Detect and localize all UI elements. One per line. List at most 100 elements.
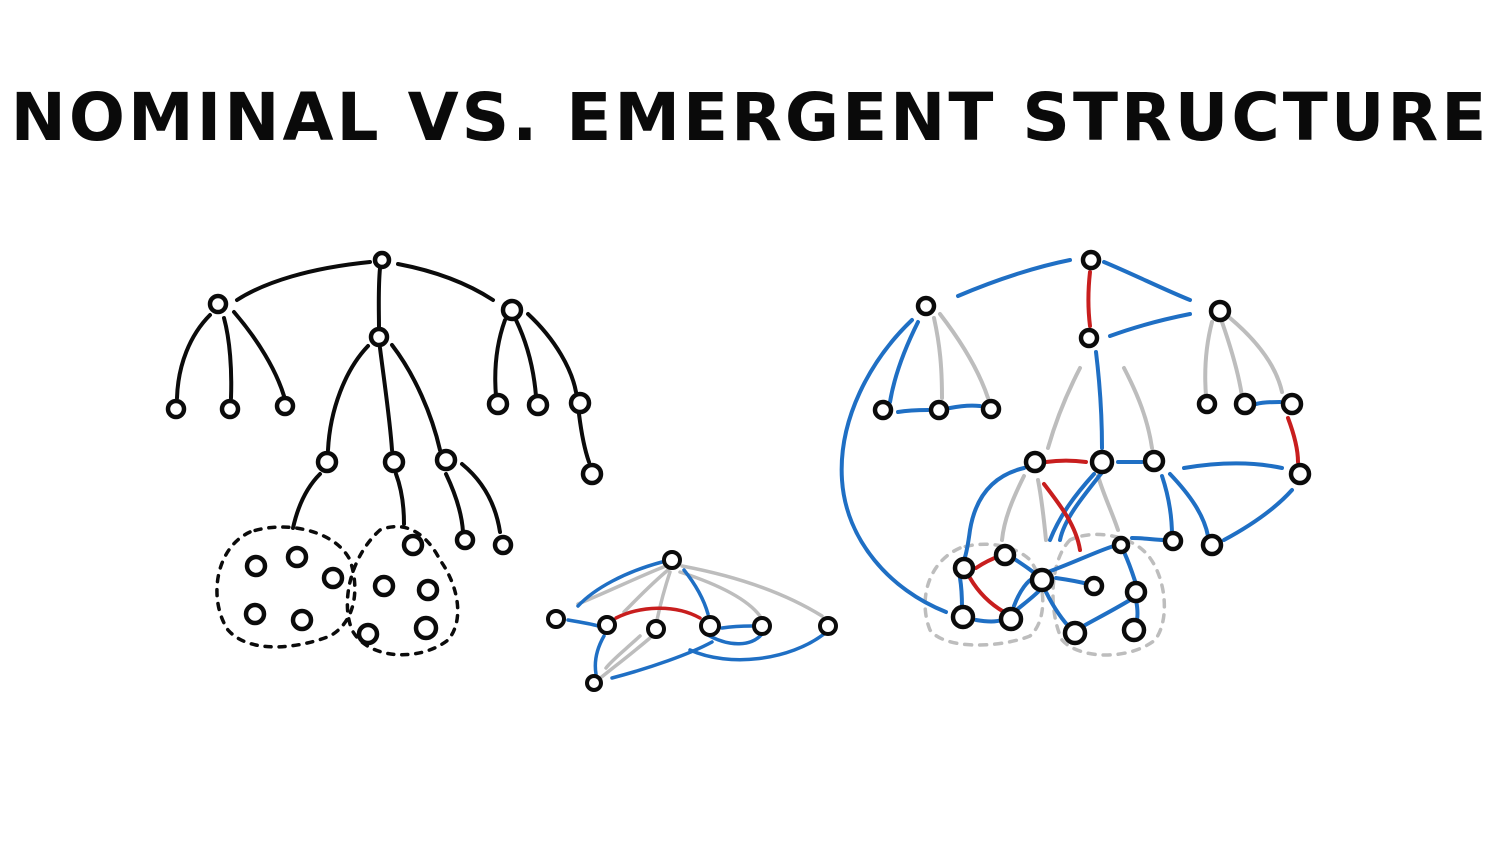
cluster-node bbox=[285, 545, 309, 569]
graph-node bbox=[1196, 393, 1218, 415]
tree-edge bbox=[396, 262, 495, 302]
graph-node bbox=[980, 398, 1002, 420]
blue-link bbox=[956, 258, 1072, 298]
cluster-node bbox=[998, 606, 1024, 632]
tree-edge bbox=[235, 260, 372, 302]
graph-node bbox=[1208, 299, 1232, 323]
blue-link bbox=[962, 466, 1026, 562]
graph-node bbox=[1080, 249, 1102, 271]
gray-link bbox=[1203, 320, 1214, 398]
graph-node bbox=[752, 616, 772, 636]
emergent-graph bbox=[839, 258, 1300, 657]
gray-link bbox=[655, 570, 672, 622]
tree-edge bbox=[514, 318, 538, 398]
cluster-node bbox=[401, 533, 425, 557]
blue-link bbox=[566, 618, 600, 628]
blue-link bbox=[1058, 468, 1106, 542]
blue-link bbox=[1108, 312, 1192, 338]
graph-node bbox=[646, 619, 666, 639]
tree-edge bbox=[394, 472, 406, 526]
cluster-node bbox=[950, 604, 976, 630]
blue-link bbox=[1222, 488, 1294, 542]
blue-link bbox=[593, 634, 606, 676]
tree-edge bbox=[232, 310, 286, 398]
blue-link bbox=[720, 624, 754, 630]
cluster-node bbox=[1062, 620, 1088, 646]
red-link bbox=[968, 576, 1006, 614]
blue-link bbox=[1078, 598, 1132, 630]
tree-edge bbox=[390, 343, 442, 452]
nominal-tree bbox=[175, 260, 591, 534]
graph-node bbox=[872, 399, 894, 421]
graph-node bbox=[1280, 392, 1304, 416]
graph-node bbox=[1078, 327, 1100, 349]
gray-link bbox=[1046, 366, 1082, 450]
red-link bbox=[614, 606, 702, 620]
gray-link bbox=[1228, 316, 1284, 394]
tree-node bbox=[165, 398, 187, 420]
blue-link bbox=[896, 408, 930, 414]
cluster-node bbox=[290, 608, 314, 632]
tree-node bbox=[372, 250, 392, 270]
red-link bbox=[1086, 270, 1092, 328]
tree-edge bbox=[444, 472, 465, 534]
page-title: NOMINAL VS. EMERGENT STRUCTURE bbox=[10, 79, 1490, 156]
tree-edge bbox=[460, 462, 502, 534]
cluster-boundary bbox=[345, 524, 460, 657]
gray-link bbox=[678, 570, 762, 618]
emergent-nodes bbox=[872, 249, 1312, 646]
tree-node bbox=[580, 462, 604, 486]
tree-node bbox=[434, 448, 458, 472]
graph-node bbox=[1142, 449, 1166, 473]
dashed-clusters bbox=[215, 524, 460, 657]
tree-edge bbox=[222, 316, 234, 400]
cluster-node bbox=[416, 578, 440, 602]
blue-link bbox=[688, 632, 826, 662]
graph-node bbox=[1288, 462, 1312, 486]
blue-link bbox=[1046, 544, 1116, 574]
tree-node bbox=[274, 395, 296, 417]
blue-link bbox=[1182, 461, 1284, 470]
blue-link bbox=[704, 632, 764, 646]
red-link bbox=[1286, 416, 1300, 464]
gray-link bbox=[1122, 366, 1154, 450]
tree-node bbox=[500, 298, 524, 322]
gray-link bbox=[932, 316, 944, 400]
graph-node bbox=[915, 295, 937, 317]
graph-node bbox=[1162, 530, 1184, 552]
tree-edge bbox=[577, 412, 591, 464]
gray-link bbox=[596, 636, 652, 682]
flattened-graph bbox=[566, 560, 826, 682]
cluster-node bbox=[1029, 567, 1055, 593]
gray-link bbox=[1036, 478, 1048, 542]
blue-link bbox=[1094, 350, 1104, 450]
tree-node bbox=[526, 393, 550, 417]
graph-node bbox=[699, 615, 721, 637]
blue-link bbox=[958, 576, 964, 610]
cluster-node bbox=[244, 554, 268, 578]
cluster-boundary bbox=[215, 525, 357, 649]
cluster-node bbox=[372, 574, 396, 598]
nominal-nodes bbox=[165, 250, 604, 646]
blue-link bbox=[948, 403, 982, 410]
blue-link bbox=[576, 560, 664, 608]
graph-node bbox=[928, 399, 950, 421]
blue-link bbox=[1130, 536, 1166, 542]
blue-link bbox=[974, 618, 1004, 624]
tree-node bbox=[382, 450, 406, 474]
graph-node bbox=[1200, 533, 1224, 557]
red-link bbox=[1044, 458, 1088, 464]
blue-link bbox=[1254, 400, 1282, 406]
tree-edge bbox=[291, 472, 322, 530]
gray-link bbox=[576, 564, 668, 606]
blue-link bbox=[1054, 576, 1090, 586]
cluster-boundary bbox=[1051, 532, 1167, 657]
cluster-node bbox=[321, 566, 345, 590]
blue-link bbox=[1122, 550, 1138, 586]
gray-link bbox=[1000, 474, 1026, 542]
cluster-node bbox=[413, 615, 439, 641]
graph-node bbox=[818, 616, 838, 636]
gray-link bbox=[604, 634, 642, 670]
tree-edge bbox=[493, 318, 507, 398]
